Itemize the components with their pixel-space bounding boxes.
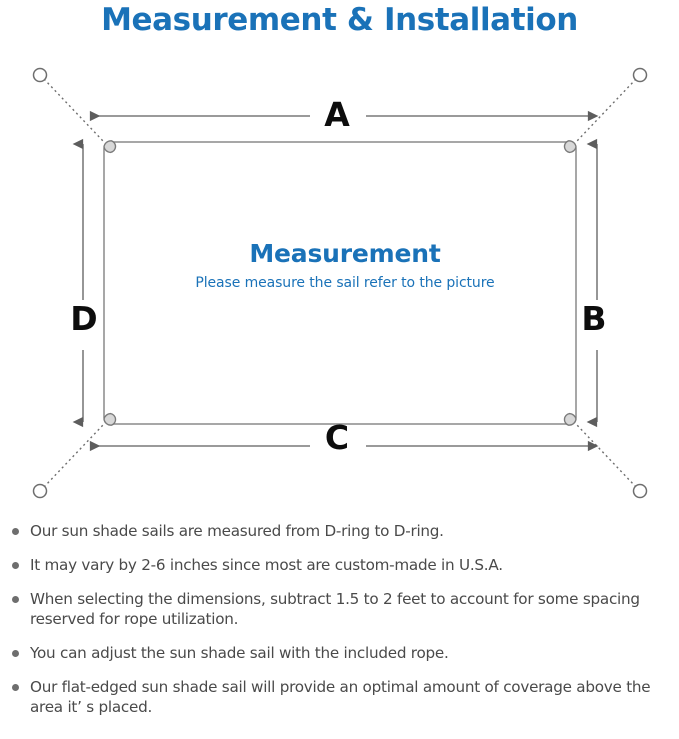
anchor-points [32,67,648,499]
diagram-graphics [32,67,648,499]
anchor-connector-bottom-left [43,424,104,488]
bullet-icon [12,650,19,658]
anchor-point-top-left [32,67,48,83]
sail-center-subheading: Please measure the sail refer to the pic… [195,274,495,291]
d-ring-top-left [103,140,117,154]
bullet-icon [12,562,19,570]
list-item: When selecting the dimensions, subtract … [0,589,679,629]
d-ring-top-right [563,140,577,154]
note-text: Our sun shade sails are measured from D-… [30,522,444,540]
sail-center-text-block: Measurement Please measure the sail refe… [105,240,585,291]
d-ring-bottom-left [103,412,117,426]
list-item: It may vary by 2-6 inches since most are… [0,555,679,575]
anchor-connector-top-left [43,78,104,142]
notes-list: Our sun shade sails are measured from D-… [0,521,679,731]
dimension-label-d: D [70,299,98,338]
anchor-point-bottom-right [632,483,648,499]
page-title: Measurement & Installation [101,2,578,38]
anchor-point-bottom-left [32,483,48,499]
list-item: Our flat-edged sun shade sail will provi… [0,677,679,717]
anchor-connector-top-right [576,78,637,142]
anchor-point-top-right [632,67,648,83]
bullet-icon [12,684,19,692]
d-rings [103,140,577,426]
bullet-icon [12,528,19,535]
note-text: When selecting the dimensions, subtract … [30,590,640,629]
bullet-icon [12,596,19,604]
sail-center-heading: Measurement [249,239,441,268]
dimension-label-c: C [324,418,350,457]
sun-shade-sail-measurement-diagram: A B C D Measurement Please measure the s… [0,50,679,510]
list-item: You can adjust the sun shade sail with t… [0,643,679,663]
note-text: It may vary by 2-6 inches since most are… [30,556,503,575]
note-text: You can adjust the sun shade sail with t… [30,644,449,663]
dimension-label-b: B [581,299,607,338]
dimension-label-a: A [324,95,350,134]
anchor-connector-bottom-right [576,424,637,488]
note-text: Our flat-edged sun shade sail will provi… [30,678,651,717]
anchor-connector-lines [43,78,637,488]
d-ring-bottom-right [563,412,577,426]
list-item: Our sun shade sails are measured from D-… [0,521,679,541]
